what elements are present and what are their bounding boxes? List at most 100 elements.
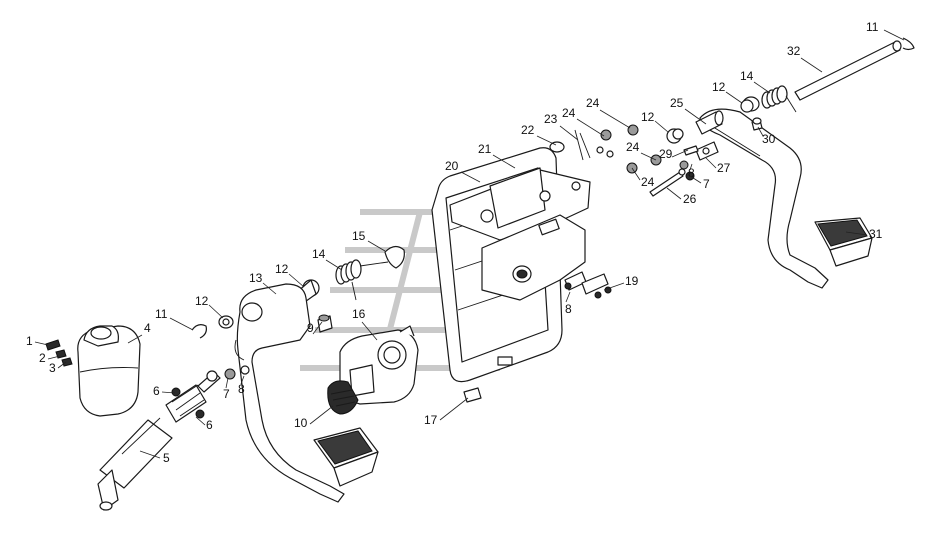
callout-leader-c14b (753, 81, 771, 94)
callout-label-c12c: 12 (641, 110, 655, 124)
bolt-29 (683, 145, 699, 156)
callout-leader-c24a (576, 118, 605, 137)
callout-label-c22: 22 (521, 123, 535, 137)
callout-label-c17: 17 (424, 413, 438, 427)
callout-leader-c4 (127, 334, 143, 344)
callout-label-c13: 13 (249, 271, 263, 285)
bushing-12-right (666, 128, 684, 144)
callout-label-c30: 30 (762, 132, 776, 146)
pedal-shaft-32 (794, 37, 915, 101)
callout-leader-c3 (57, 361, 67, 369)
callout-label-c19: 19 (625, 274, 639, 288)
callout-leader-c12c (654, 120, 669, 133)
cylinder-6 (165, 370, 221, 423)
callout-leader-c27 (705, 157, 717, 169)
clutch-pedal-pad-10 (313, 427, 379, 487)
pad-17 (463, 387, 482, 403)
callout-leader-c17 (439, 397, 469, 421)
callout-label-c6b: 6 (206, 418, 213, 432)
callout-label-c32: 32 (787, 44, 801, 58)
callout-label-c12b: 12 (275, 262, 289, 276)
callout-label-c1: 1 (26, 334, 33, 348)
callout-leader-c8b (565, 291, 571, 303)
callout-label-c27: 27 (717, 161, 731, 175)
callout-label-c25: 25 (670, 96, 684, 110)
callout-label-c29: 29 (659, 147, 673, 161)
return-spring-14-mid (335, 259, 389, 301)
bushing-12-left (218, 315, 234, 329)
callout-leader-c24b (599, 109, 631, 129)
callout-label-c31: 31 (869, 227, 883, 241)
callout-leader-c14a (325, 259, 343, 271)
callout-leader-c1 (34, 341, 49, 346)
brake-pedal-pad-31 (814, 217, 873, 267)
callout-leader-c7b (689, 175, 702, 184)
callout-label-c7b: 7 (703, 177, 710, 191)
callout-leader-c30 (757, 126, 764, 137)
callout-leader-c8a (240, 375, 245, 385)
callout-leader-c15 (367, 240, 386, 252)
callout-leader-c12d (725, 91, 743, 104)
mount-plate (481, 214, 586, 301)
callout-leader-c20 (460, 171, 481, 183)
callout-leader-c24d (631, 167, 641, 181)
callout-leader-c6a (161, 391, 176, 394)
reservoir-4 (77, 325, 141, 417)
bracket-27 (695, 141, 719, 161)
callout-leader-c10 (309, 405, 334, 425)
callout-label-c8b: 8 (565, 302, 572, 316)
washers-7-8 (224, 365, 250, 380)
callout-label-c4: 4 (144, 321, 151, 335)
callout-leader-c24c (640, 152, 657, 161)
callout-label-c24b: 24 (586, 96, 600, 110)
callout-leader-c8c (689, 163, 693, 171)
callout-label-c14b: 14 (740, 69, 754, 83)
callout-label-c15: 15 (352, 229, 366, 243)
clip-11-left (191, 324, 207, 339)
callout-label-c6a: 6 (153, 384, 160, 398)
callout-label-c23: 23 (544, 112, 558, 126)
callout-leader-c21 (492, 154, 516, 169)
switch-8-19 (564, 271, 612, 299)
callout-leader-c19 (603, 282, 625, 291)
callout-leader-c2 (47, 355, 61, 360)
callout-label-c24c: 24 (626, 140, 640, 154)
callout-label-c8c: 8 (688, 166, 695, 180)
callout-label-c5: 5 (163, 451, 170, 465)
return-spring-14-top (761, 85, 797, 113)
callout-label-c21: 21 (478, 142, 492, 156)
callout-leader-c25 (684, 108, 707, 125)
callout-leader-c22 (536, 135, 557, 146)
callout-label-c26: 26 (683, 192, 697, 206)
callout-leader-c5 (139, 450, 161, 459)
callout-label-c2: 2 (39, 351, 46, 365)
callout-leader-c13 (262, 282, 277, 295)
callout-leader-c12a (208, 304, 224, 319)
callout-leader-c29 (671, 149, 689, 158)
callout-label-c20: 20 (445, 159, 459, 173)
clutch-pedal-arm-13 (234, 283, 345, 503)
rod-26 (649, 168, 686, 197)
callout-label-c7a: 7 (223, 387, 230, 401)
bolt-9 (317, 314, 333, 333)
callout-label-c10: 10 (294, 416, 308, 430)
callout-label-c8a: 8 (238, 382, 245, 396)
callout-leader-c16 (361, 321, 378, 341)
callout-label-c16: 16 (352, 307, 366, 321)
brake-valve-16 (327, 325, 419, 415)
callout-leader-c6b (195, 416, 206, 426)
callout-label-c12d: 12 (712, 80, 726, 94)
callout-leader-c11a (169, 317, 194, 331)
callout-leader-c12b (288, 273, 305, 288)
callout-label-c11a: 11 (155, 307, 168, 321)
callout-label-c9: 9 (307, 321, 314, 335)
callout-label-c24a: 24 (562, 106, 576, 120)
clip-15 (384, 245, 405, 269)
callout-leader-c9 (312, 321, 323, 335)
callout-label-c24d: 24 (641, 175, 655, 189)
callout-leader-c11b (883, 29, 905, 41)
callout-label-c11b: 11 (866, 20, 879, 34)
callout-leader-c23 (559, 125, 579, 141)
